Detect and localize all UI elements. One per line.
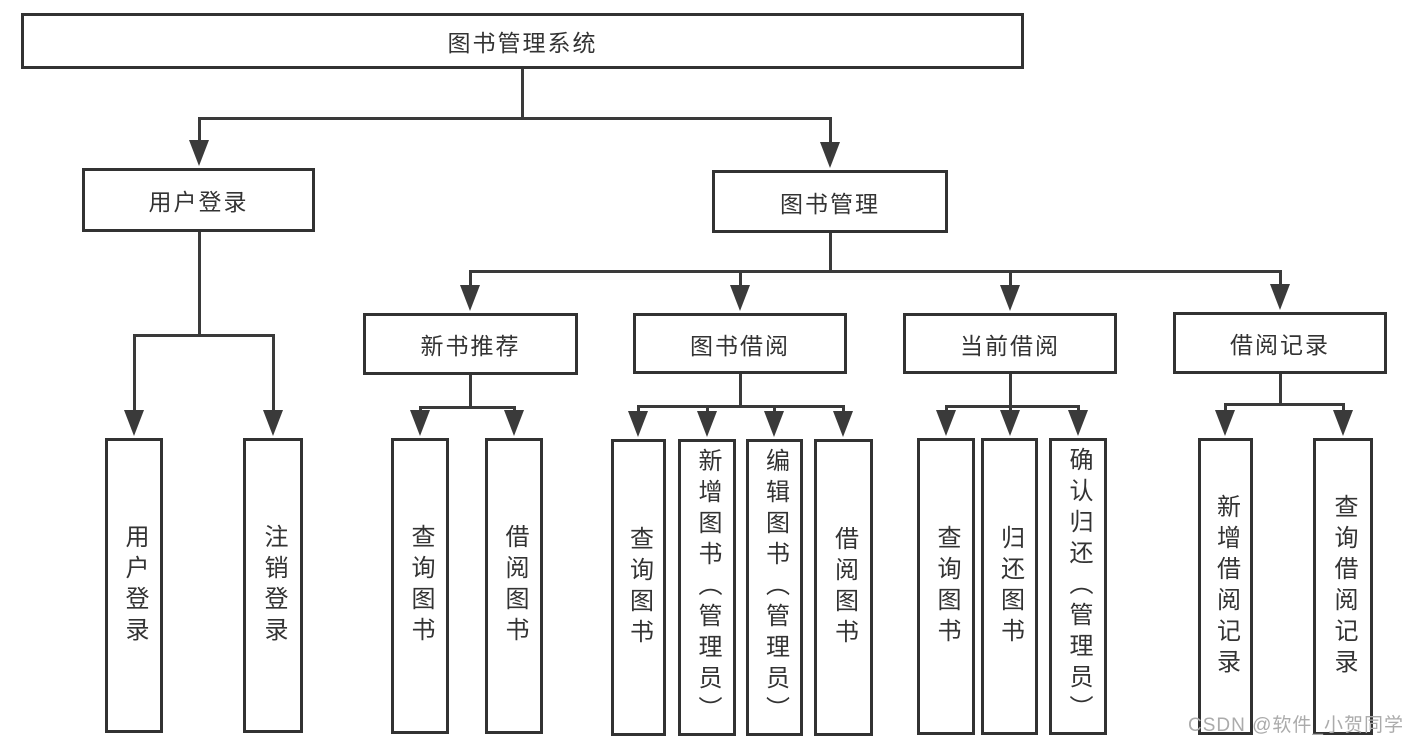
node-leaf-query-book-3: 查询图书 <box>917 438 975 735</box>
node-book-management: 图书管理 <box>712 170 948 233</box>
node-new-book-recommend: 新书推荐 <box>363 313 578 375</box>
node-leaf-query-borrow-rec: 查询借阅记录 <box>1313 438 1373 735</box>
arrowhead-down-icon <box>124 410 144 436</box>
connector-hline <box>418 406 516 409</box>
node-leaf-borrow-book-1: 借阅图书 <box>485 438 543 734</box>
node-leaf-query-book-1: 查询图书 <box>391 438 449 734</box>
node-user-login: 用户登录 <box>82 168 315 232</box>
arrowhead-down-icon <box>833 411 853 437</box>
connector-hline <box>1223 403 1345 406</box>
connector-vline <box>468 375 472 408</box>
arrowhead-down-icon <box>730 285 750 311</box>
connector-arrow-stub <box>738 273 742 291</box>
node-leaf-edit-book-admin: 编辑图书（管理员） <box>746 439 803 736</box>
node-leaf-add-borrow-rec: 新增借阅记录 <box>1198 438 1253 735</box>
arrowhead-down-icon <box>1000 410 1020 436</box>
arrowhead-down-icon <box>263 410 283 436</box>
node-borrowing-records: 借阅记录 <box>1173 312 1387 374</box>
node-leaf-confirm-return: 确认归还（管理员） <box>1049 438 1107 735</box>
connector-vline <box>1278 374 1282 405</box>
arrowhead-down-icon <box>764 411 784 437</box>
node-current-borrowing: 当前借阅 <box>903 313 1117 374</box>
connector-arrow-stub <box>828 120 832 148</box>
connector-arrow-stub <box>1278 273 1282 290</box>
connector-hline <box>132 334 275 337</box>
node-root: 图书管理系统 <box>21 13 1024 69</box>
node-leaf-return-book: 归还图书 <box>981 438 1038 735</box>
node-leaf-user-login: 用户登录 <box>105 438 163 733</box>
csdn-watermark: CSDN @软件_小贺同学 <box>1188 715 1404 736</box>
connector-vline <box>738 374 742 407</box>
arrowhead-down-icon <box>1270 284 1290 310</box>
arrowhead-down-icon <box>1215 410 1235 436</box>
connector-vline <box>828 233 832 272</box>
node-leaf-logout: 注销登录 <box>243 438 303 733</box>
node-book-borrowing: 图书借阅 <box>633 313 847 374</box>
arrowhead-down-icon <box>936 410 956 436</box>
arrowhead-down-icon <box>1068 410 1088 436</box>
node-leaf-borrow-book-2: 借阅图书 <box>814 439 873 736</box>
connector-vline <box>197 232 201 336</box>
connector-arrow-stub <box>1008 273 1012 291</box>
connector-arrow-stub <box>197 120 201 146</box>
arrowhead-down-icon <box>410 410 430 436</box>
arrowhead-down-icon <box>820 142 840 168</box>
connector-vline <box>1008 374 1012 407</box>
arrowhead-down-icon <box>189 140 209 166</box>
connector-vline <box>520 69 524 119</box>
node-leaf-query-book-2: 查询图书 <box>611 439 666 736</box>
arrowhead-down-icon <box>697 411 717 437</box>
arrowhead-down-icon <box>1000 285 1020 311</box>
connector-hline <box>636 405 845 408</box>
connector-hline <box>197 117 832 120</box>
connector-hline <box>468 270 1282 273</box>
connector-hline <box>944 405 1080 408</box>
arrowhead-down-icon <box>1333 410 1353 436</box>
connector-arrow-stub <box>132 337 136 416</box>
connector-arrow-stub <box>468 273 472 291</box>
arrowhead-down-icon <box>460 285 480 311</box>
arrowhead-down-icon <box>504 410 524 436</box>
node-leaf-add-book-admin: 新增图书（管理员） <box>678 439 736 736</box>
arrowhead-down-icon <box>628 411 648 437</box>
connector-arrow-stub <box>271 337 275 416</box>
